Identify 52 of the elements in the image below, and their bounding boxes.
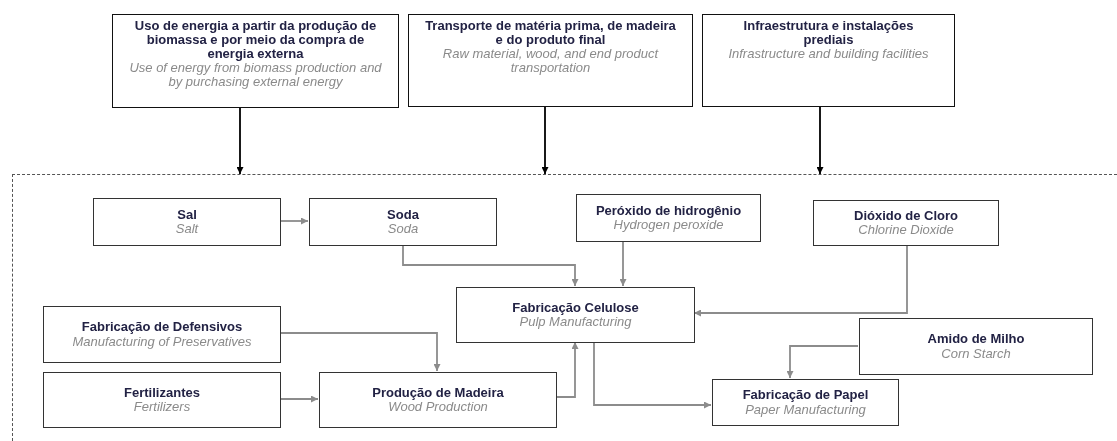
arrow: [279, 395, 319, 403]
arrow: [402, 244, 579, 287]
process-box: [43, 372, 281, 428]
box-translation: Chlorine Dioxide: [858, 223, 954, 238]
box-title: Peróxido de hidrogênio: [595, 203, 742, 218]
process-box: [702, 14, 955, 107]
box-translation: Pulp Manufacturing: [519, 315, 632, 330]
process-box: [112, 14, 399, 108]
arrow: [555, 341, 579, 398]
box-translation: Salt: [175, 222, 199, 237]
arrow: [236, 107, 244, 175]
process-box: [576, 194, 761, 242]
box-title: Soda: [387, 207, 419, 222]
box-title: Fabricação de Defensivos: [81, 320, 243, 335]
box-translation: Raw material, wood, and end product transportation: [441, 47, 660, 76]
box-translation: Paper Manufacturing: [745, 402, 866, 417]
arrow: [593, 341, 712, 409]
process-box: [319, 372, 557, 428]
box-title: Produção de Madeira: [372, 385, 504, 400]
arrow: [279, 217, 309, 225]
process-box: [408, 14, 693, 107]
arrow: [693, 244, 908, 317]
box-title: Infraestrutura e instalações prediais: [742, 19, 915, 48]
box-translation: Wood Production: [388, 400, 488, 415]
box-title: Fabricação Celulose: [512, 300, 639, 315]
box-title: Sal: [177, 207, 197, 222]
box-title: Dióxido de Cloro: [854, 208, 958, 223]
process-box: [456, 287, 695, 343]
process-box: [712, 379, 899, 426]
arrow: [541, 106, 549, 175]
box-translation: Manufacturing of Preservatives: [72, 334, 252, 349]
process-box: [309, 198, 497, 246]
box-title: Fertilizantes: [124, 385, 200, 400]
box-translation: Hydrogen peroxide: [613, 218, 724, 233]
arrow: [279, 332, 441, 372]
box-translation: Soda: [387, 222, 419, 237]
arrow: [816, 106, 824, 175]
box-translation: Corn Starch: [941, 346, 1011, 361]
box-translation: Use of energy from biomass production and by purchasing external energy: [128, 61, 383, 90]
process-box: [813, 200, 999, 246]
process-box: [93, 198, 281, 246]
process-box: [43, 306, 281, 363]
arrow: [786, 345, 859, 379]
dashed-boundary-box: [12, 174, 1117, 441]
box-title: Amido de Milho: [927, 332, 1025, 347]
arrow: [619, 240, 627, 287]
box-translation: Infrastructure and building facilities: [728, 47, 929, 62]
box-title: Fabricação de Papel: [742, 388, 869, 403]
box-title: Uso de energia a partir da produção de biomassa e por meio da compra de energia externa: [133, 19, 378, 62]
process-box: [859, 318, 1093, 375]
box-translation: Fertilizers: [133, 400, 191, 415]
box-title: Transporte de matéria prima, de madeira e do produto final: [424, 19, 677, 48]
